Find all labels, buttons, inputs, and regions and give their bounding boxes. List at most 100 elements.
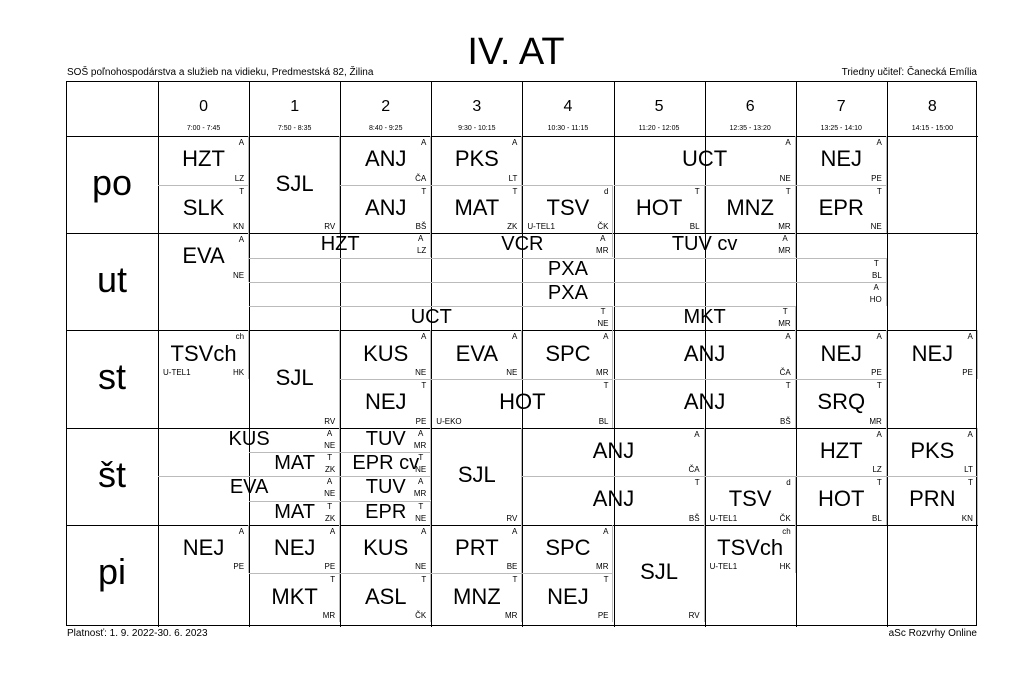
lesson-separator xyxy=(885,427,887,477)
lesson-group: A xyxy=(967,332,973,342)
lesson-group: A xyxy=(785,332,791,342)
lesson-teacher: BL xyxy=(598,416,609,426)
lesson-separator xyxy=(340,379,432,380)
lesson-group: A xyxy=(603,526,609,536)
lesson-group: A xyxy=(512,526,518,536)
lesson-separator xyxy=(612,306,614,331)
lesson-subject: ASL xyxy=(364,583,407,609)
lesson-group: T xyxy=(512,186,518,196)
lesson-separator xyxy=(794,379,796,428)
lesson-subject: ANJ xyxy=(683,389,726,415)
lesson-subject: ANJ xyxy=(592,486,635,512)
period-number: 0 xyxy=(199,98,208,115)
validity-period: Platnosť: 1. 9. 2022-30. 6. 2023 xyxy=(67,628,208,639)
lesson-subject: HOT xyxy=(635,194,683,220)
lesson-subject: SPC xyxy=(545,535,591,561)
lesson-group: A xyxy=(782,234,788,244)
lesson-group: A xyxy=(417,234,424,244)
lesson-separator xyxy=(612,330,614,379)
lesson-room: U-TEL1 xyxy=(527,222,555,232)
lesson-group: T xyxy=(785,186,791,196)
lesson-separator xyxy=(976,427,978,477)
lesson-teacher: BL xyxy=(871,270,882,280)
lesson-group: A xyxy=(603,332,609,342)
lesson-subject: HZT xyxy=(182,146,225,172)
lesson-separator xyxy=(612,573,614,622)
lesson-group: A xyxy=(238,235,245,245)
lesson-group: T xyxy=(600,307,606,317)
lesson-teacher: PE xyxy=(962,367,973,377)
lesson-group: T xyxy=(694,186,700,196)
lesson-teacher: MR xyxy=(322,610,336,620)
lesson-teacher: RV xyxy=(688,610,700,620)
lesson-teacher: HK xyxy=(232,367,245,377)
lesson-teacher: LZ xyxy=(872,465,882,475)
lesson-teacher: ZK xyxy=(324,513,336,523)
lesson-separator xyxy=(430,136,432,185)
lesson-teacher: NE xyxy=(779,173,791,183)
lesson-group: A xyxy=(876,429,882,439)
period-time: 11:20 - 12:05 xyxy=(638,125,680,132)
